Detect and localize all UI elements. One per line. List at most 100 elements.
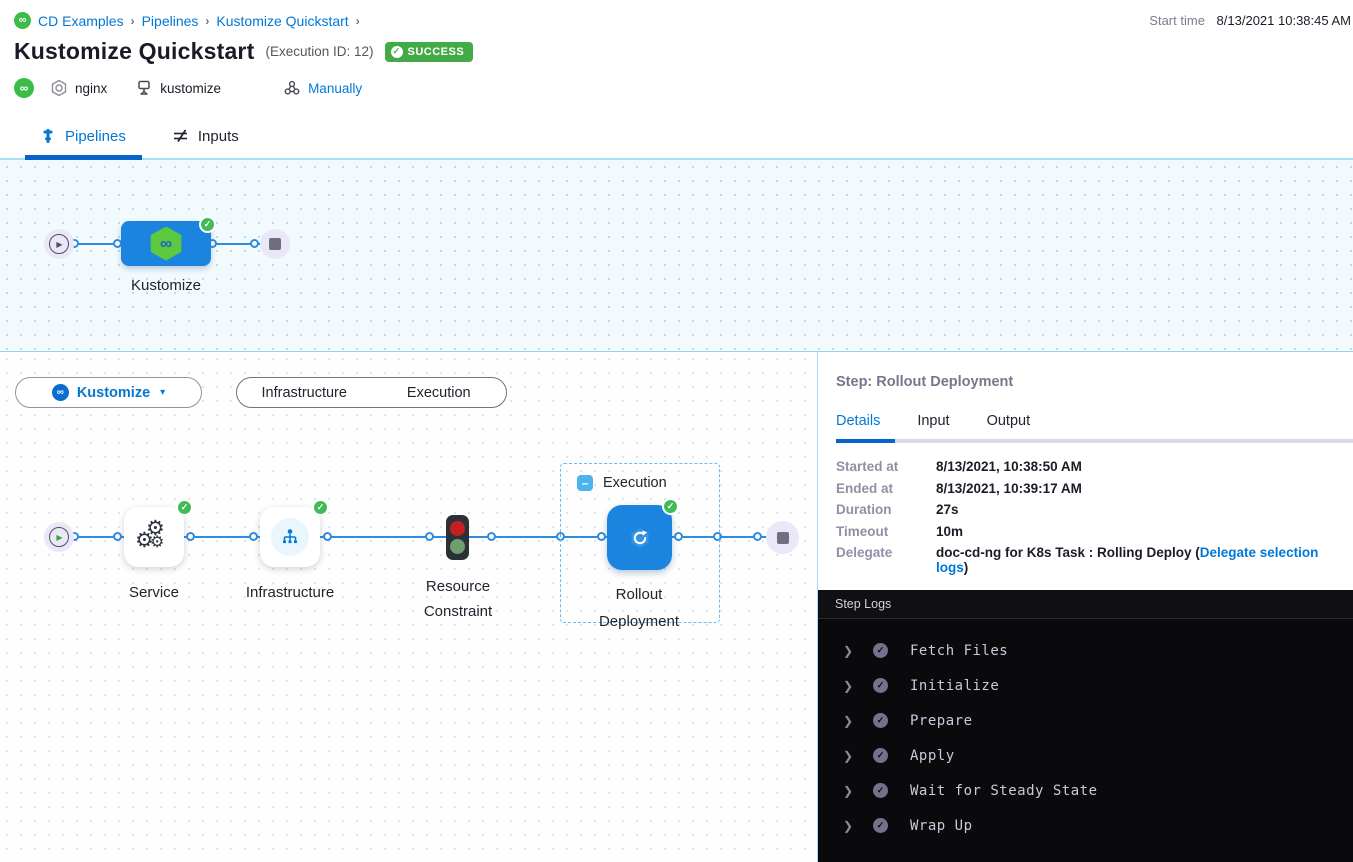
trigger-manually-link[interactable]: Manually: [308, 81, 362, 96]
step-logs-panel: Step Logs ❯ ✓ Fetch Files ❯ ✓ Initialize…: [818, 590, 1353, 862]
execution-id: (Execution ID: 12): [265, 44, 373, 59]
collapse-group-icon[interactable]: –: [577, 475, 593, 491]
success-check-icon: ✓: [662, 498, 679, 515]
connector-dot: [250, 239, 259, 248]
breadcrumb-pipelines[interactable]: Pipelines: [142, 13, 199, 29]
log-section-label: Prepare: [910, 713, 973, 729]
step-panel-tabs: Details Input Output: [836, 413, 1353, 429]
start-time-label: Start time: [1149, 13, 1205, 28]
step-logs-title: Step Logs: [835, 597, 891, 611]
step-node-infrastructure[interactable]: [260, 507, 320, 567]
traffic-green-icon: [450, 539, 465, 554]
tab-output[interactable]: Output: [987, 413, 1031, 429]
stage-execution-canvas[interactable]: ∞ Kustomize ▾ Infrastructure Execution –…: [0, 352, 817, 862]
step-label-service: Service: [104, 580, 204, 605]
tab-pipelines[interactable]: Pipelines: [40, 128, 126, 145]
environment-icon: [135, 79, 153, 97]
log-section-row[interactable]: ❯ ✓ Fetch Files: [818, 633, 1353, 668]
kustomize-stage-icon: ∞: [149, 227, 183, 261]
stop-icon: [777, 532, 789, 544]
pipeline-start-node[interactable]: ▶: [44, 229, 74, 259]
status-badge-label: SUCCESS: [408, 46, 465, 58]
detail-label: Delegate: [836, 545, 936, 575]
execution-start-node[interactable]: ▶: [44, 522, 74, 552]
toggle-execution[interactable]: Execution: [372, 385, 507, 401]
execution-group-header: – Execution: [577, 475, 667, 491]
log-success-icon: ✓: [873, 678, 888, 693]
service-name: nginx: [75, 81, 107, 96]
step-details-table: Started at 8/13/2021, 10:38:50 AM Ended …: [836, 459, 1353, 575]
service-meta: nginx: [50, 79, 107, 97]
execution-end-node[interactable]: [766, 521, 799, 554]
inputs-tab-icon: [172, 128, 189, 145]
log-section-row[interactable]: ❯ ✓ Initialize: [818, 668, 1353, 703]
tab-inputs[interactable]: Inputs: [172, 128, 239, 145]
infrastructure-icon: [271, 518, 309, 556]
step-logs-header: Step Logs: [818, 590, 1353, 619]
chevron-right-icon[interactable]: ❯: [843, 749, 873, 763]
step-panel-title: Step: Rollout Deployment: [836, 374, 1353, 390]
pipeline-graph-canvas[interactable]: ▶ ∞ ✓ Kustomize: [0, 160, 1353, 352]
detail-value-delegate: doc-cd-ng for K8s Task : Rolling Deploy …: [936, 545, 1343, 575]
log-section-row[interactable]: ❯ ✓ Apply: [818, 738, 1353, 773]
page-header: ∞ CD Examples › Pipelines › Kustomize Qu…: [0, 0, 1353, 112]
stage-node-kustomize[interactable]: ∞: [121, 221, 211, 266]
tab-input[interactable]: Input: [917, 413, 949, 429]
execution-group-label: Execution: [603, 475, 667, 491]
tab-inputs-label: Inputs: [198, 128, 239, 145]
step-node-rollout-deployment[interactable]: [607, 505, 672, 570]
step-node-service[interactable]: ⚙⚙⚙: [124, 507, 184, 567]
detail-value: 8/13/2021, 10:39:17 AM: [936, 481, 1343, 496]
chevron-right-icon[interactable]: ❯: [843, 679, 873, 693]
log-section-label: Apply: [910, 748, 955, 764]
breadcrumb-separator-icon: ›: [205, 14, 209, 28]
status-badge: ✓ SUCCESS: [385, 42, 474, 62]
stage-label: Kustomize: [106, 273, 226, 298]
log-success-icon: ✓: [873, 818, 888, 833]
harness-logo-icon: ∞: [14, 12, 31, 29]
detail-value: 10m: [936, 524, 1343, 539]
log-success-icon: ✓: [873, 713, 888, 728]
detail-label: Ended at: [836, 481, 936, 496]
log-section-label: Wrap Up: [910, 818, 973, 834]
detail-label: Timeout: [836, 524, 936, 539]
breadcrumb-cd-examples[interactable]: CD Examples: [38, 13, 124, 29]
chevron-right-icon[interactable]: ❯: [843, 714, 873, 728]
detail-value: 8/13/2021, 10:38:50 AM: [936, 459, 1343, 474]
detail-label: Duration: [836, 502, 936, 517]
start-time-value: 8/13/2021 10:38:45 AM: [1217, 13, 1351, 28]
log-success-icon: ✓: [873, 783, 888, 798]
chevron-right-icon[interactable]: ❯: [843, 819, 873, 833]
chevron-right-icon[interactable]: ❯: [843, 784, 873, 798]
breadcrumb-kustomize-quickstart[interactable]: Kustomize Quickstart: [216, 13, 348, 29]
chevron-down-icon: ▾: [160, 387, 165, 398]
trigger-icon: [283, 79, 301, 97]
tab-details[interactable]: Details: [836, 413, 880, 429]
tab-pipelines-label: Pipelines: [65, 128, 126, 145]
connector-dot: [249, 532, 258, 541]
connector-dot: [323, 532, 332, 541]
check-icon: ✓: [391, 46, 403, 58]
traffic-red-icon: [450, 521, 465, 536]
rollout-refresh-icon: [627, 525, 653, 551]
step-node-resource-constraint[interactable]: [446, 515, 469, 560]
log-section-row[interactable]: ❯ ✓ Prepare: [818, 703, 1353, 738]
pipeline-end-node[interactable]: [260, 229, 290, 259]
tab-divider: [836, 439, 1353, 443]
log-section-row[interactable]: ❯ ✓ Wait for Steady State: [818, 773, 1353, 808]
step-label-infrastructure: Infrastructure: [225, 580, 355, 605]
step-label-rollout-deployment: Rollout Deployment: [579, 581, 699, 635]
page-title: Kustomize Quickstart: [14, 38, 254, 65]
stage-selector-dropdown[interactable]: ∞ Kustomize ▾: [15, 377, 202, 408]
toggle-infrastructure[interactable]: Infrastructure: [237, 385, 372, 401]
connector-dot: [186, 532, 195, 541]
active-tab-indicator: [836, 439, 895, 443]
log-success-icon: ✓: [873, 748, 888, 763]
detail-value: 27s: [936, 502, 1343, 517]
play-icon: ▶: [49, 234, 69, 254]
chevron-right-icon[interactable]: ❯: [843, 644, 873, 658]
log-section-label: Wait for Steady State: [910, 783, 1098, 799]
log-section-row[interactable]: ❯ ✓ Wrap Up: [818, 808, 1353, 843]
success-check-icon: ✓: [199, 216, 216, 233]
trigger-meta: Manually: [283, 79, 362, 97]
